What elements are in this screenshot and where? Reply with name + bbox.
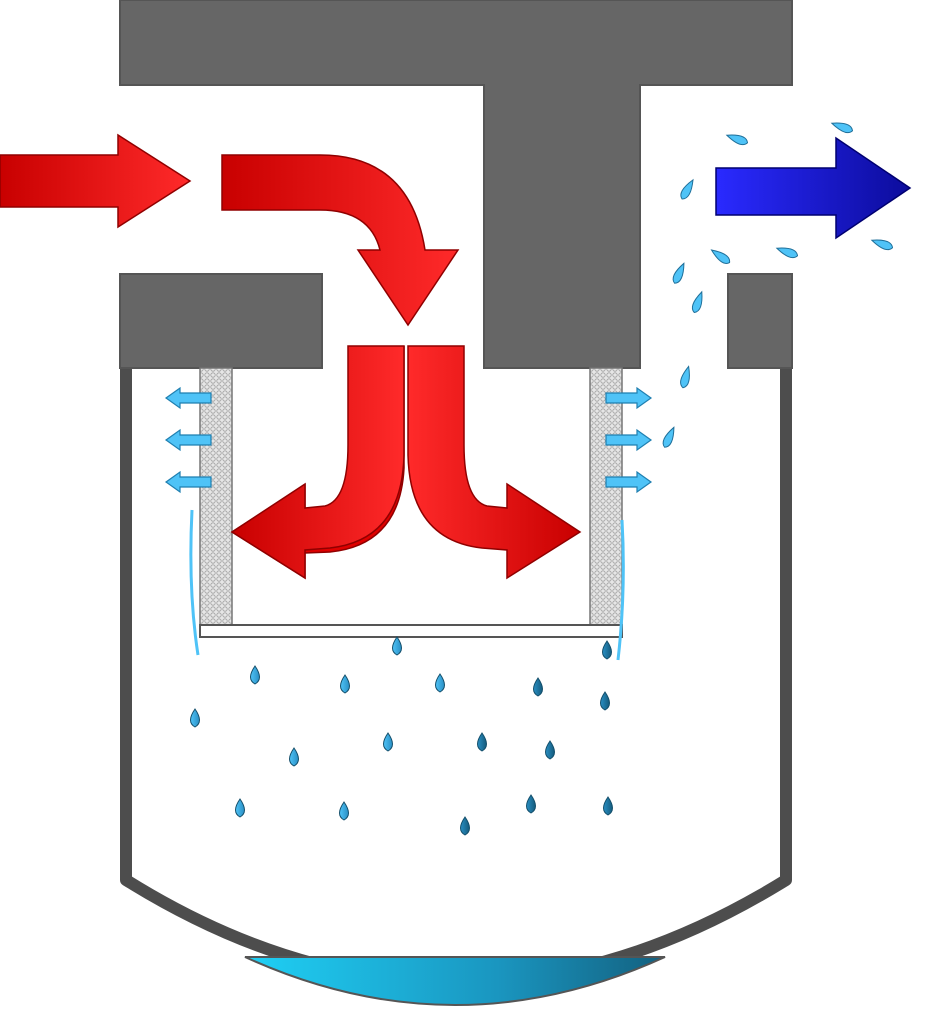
droplet-icon	[710, 249, 731, 264]
droplet-icon	[340, 674, 350, 694]
droplet-icon	[526, 794, 536, 814]
droplets	[190, 636, 613, 836]
outlet-arrow-icon	[715, 136, 912, 240]
droplet-icon	[680, 178, 694, 200]
vessel-head	[119, 0, 793, 369]
small-arrow-icon	[164, 386, 212, 410]
droplet-icon	[662, 426, 675, 448]
liquid-film-left	[189, 509, 200, 656]
bend-arrow-icon	[221, 154, 460, 327]
droplet-icon	[392, 636, 402, 656]
droplet-icon	[190, 708, 200, 728]
droplet-icon	[680, 365, 690, 389]
small-arrow-icon	[164, 428, 212, 452]
filter-end-cap	[199, 624, 623, 638]
vessel	[120, 368, 792, 1007]
small-arrow-icon	[605, 428, 653, 452]
split-arrow-right-body	[407, 345, 582, 580]
filter-media-left	[199, 367, 233, 626]
droplet-icon	[235, 798, 245, 818]
droplet-icon	[339, 801, 349, 821]
droplet-icon	[603, 796, 613, 816]
split-arrow-left-body	[230, 345, 405, 580]
droplet-icon	[250, 665, 260, 685]
outlet-lower-block	[727, 273, 793, 369]
outlet-spray	[662, 122, 894, 448]
filter-media-right	[589, 367, 623, 626]
head-block	[119, 0, 793, 369]
filter-element	[189, 367, 625, 661]
inlet-lower-block	[119, 273, 323, 369]
small-arrow-icon	[605, 386, 653, 410]
droplet-icon	[533, 677, 543, 697]
droplet-icon	[289, 747, 299, 767]
droplet-icon	[600, 691, 610, 711]
droplet-icon	[383, 732, 393, 752]
droplet-icon	[602, 640, 612, 660]
droplet-icon	[691, 290, 703, 314]
droplet-icon	[870, 239, 894, 251]
small-arrow-icon	[164, 470, 212, 494]
droplet-icon	[545, 740, 555, 760]
droplet-icon	[477, 732, 487, 752]
droplet-icon	[435, 673, 445, 693]
droplet-icon	[775, 247, 799, 259]
droplet-icon	[672, 262, 685, 284]
droplet-icon	[725, 134, 749, 146]
liquid-film-right	[616, 519, 625, 661]
droplet-icon	[830, 122, 854, 134]
inlet-arrow-icon	[0, 133, 192, 229]
small-arrow-icon	[605, 470, 653, 494]
droplet-icon	[460, 816, 470, 836]
collected-liquid	[244, 956, 666, 1007]
side-flow-arrows	[164, 386, 653, 494]
